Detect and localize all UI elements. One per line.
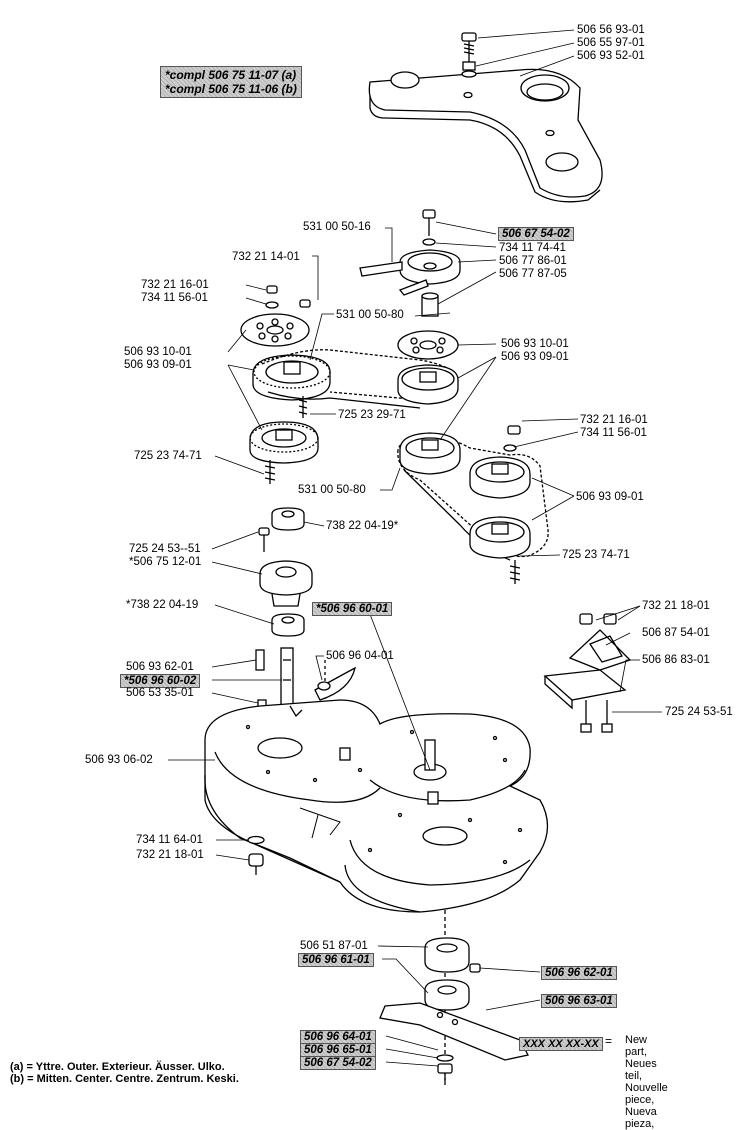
exploded-parts-drawing [168, 29, 662, 1085]
label-732-21-16-01-right: 732 21 16-01 [580, 414, 648, 426]
label-506-67-54-02-bottom-new: 506 67 54-02 [300, 1056, 376, 1070]
label-506-93-09-01-right: 506 93 09-01 [501, 351, 569, 363]
label-725-24-53-51-left: 725 24 53--51 [129, 543, 201, 555]
tensioner-arm [314, 660, 356, 701]
new-part-line-1: New part, [625, 1034, 648, 1058]
label-506-96-60-02-new: *506 96 60-02 [120, 674, 201, 688]
new-part-equals: = [605, 1034, 613, 1048]
label-725-23-29-71: 725 23 29-71 [338, 409, 406, 421]
label-738-22-04-19: 738 22 04-19* [326, 520, 399, 532]
label-506-67-54-02-new: 506 67 54-02 [498, 227, 574, 241]
label-506-56-93-01: 506 56 93-01 [577, 24, 645, 36]
label-506-93-10-01-right: 506 93 10-01 [501, 338, 569, 350]
label-506-96-63-01-new: 506 96 63-01 [541, 994, 617, 1008]
new-part-line-4: Nueva pieza, [625, 1106, 657, 1130]
new-part-code: XXX XX XX-XX [519, 1037, 603, 1051]
left-spindle [255, 507, 313, 709]
label-506-75-12-01: *506 75 12-01 [129, 556, 202, 568]
label-732-21-16-01-left: 732 21 16-01 [141, 279, 209, 291]
leader-lines [168, 29, 662, 1067]
legend-center: (b) = Mitten. Center. Centre. Zentrum. K… [10, 1073, 239, 1085]
label-732-21-18-01-right: 732 21 18-01 [642, 600, 710, 612]
label-506-96-61-01-new: 506 96 61-01 [298, 953, 374, 967]
label-506-96-04-01: 506 96 04-01 [326, 650, 394, 662]
label-506-51-87-01: 506 51 87-01 [300, 940, 368, 952]
right-upper-pulleys [397, 330, 459, 405]
label-725-24-53-51-right: 725 24 53-51 [665, 706, 733, 718]
label-506-93-06-02: 506 93 06-02 [85, 754, 153, 766]
label-506-55-97-01: 506 55 97-01 [577, 37, 645, 49]
label-734-11-56-01-left: 734 11 56-01 [141, 292, 208, 304]
label-734-11-74-41: 734 11 74-41 [499, 242, 566, 254]
label-738-22-04-19b: *738 22 04-19 [126, 599, 199, 611]
label-506-93-62-01: 506 93 62-01 [126, 661, 194, 673]
new-part-line-2: Neues teil, [625, 1058, 657, 1082]
right-pulley-group [399, 425, 531, 584]
new-part-text: New part, Neues teil, Nouvelle piece, Nu… [625, 1034, 668, 1130]
label-725-23-74-71-right: 725 23 74-71 [562, 549, 630, 561]
label-506-93-09-01-left: 506 93 09-01 [124, 359, 192, 371]
label-506-93-10-01-left: 506 93 10-01 [124, 346, 192, 358]
label-506-87-54-01: 506 87 54-01 [642, 627, 710, 639]
label-506-96-62-01-new: 506 96 62-01 [541, 966, 617, 980]
deck-housing [204, 699, 549, 913]
label-506-77-87-05: 506 77 87-05 [499, 268, 567, 280]
blade-assembly [379, 910, 529, 1085]
top-bracket [368, 68, 603, 203]
deck-fasteners [247, 835, 265, 875]
label-506-77-86-01: 506 77 86-01 [499, 255, 567, 267]
legend-outer: (a) = Yttre. Outer. Exterieur. Äusser. U… [10, 1061, 225, 1073]
label-506-93-52-01: 506 93 52-01 [577, 50, 645, 62]
label-531-00-50-16: 531 00 50-16 [303, 221, 371, 233]
label-506-86-83-01: 506 86 83-01 [642, 654, 710, 666]
label-734-11-64-01: 734 11 64-01 [136, 834, 203, 846]
new-part-line-3: Nouvelle piece, [625, 1082, 668, 1106]
label-725-23-74-71-left: 725 23 74-71 [134, 450, 202, 462]
label-506-93-09-01-mid: 506 93 09-01 [576, 491, 644, 503]
label-506-53-35-01: 506 53 35-01 [126, 687, 194, 699]
label-531-00-50-80-top: 531 00 50-80 [336, 309, 404, 321]
right-bracket [543, 613, 632, 733]
compl-line-a: *compl 506 75 11-07 (a) [165, 68, 297, 82]
idler-assembly [359, 209, 461, 317]
label-732-21-14-01: 732 21 14-01 [232, 251, 300, 263]
label-506-96-65-01-new: 506 96 65-01 [300, 1043, 376, 1057]
compl-line-b: *compl 506 75 11-06 (b) [165, 82, 297, 96]
position-legend: (a) = Yttre. Outer. Exterieur. Äusser. U… [10, 1061, 239, 1085]
label-506-96-60-01-new: *506 96 60-01 [312, 602, 393, 616]
left-pulley-stack [240, 285, 331, 484]
complete-assembly-note: *compl 506 75 11-07 (a) *compl 506 75 11… [160, 66, 302, 98]
new-part-legend: XXX XX XX-XX = New part, Neues teil, Nou… [519, 1034, 668, 1130]
label-732-21-18-01-left: 732 21 18-01 [136, 849, 204, 861]
label-734-11-56-01-right: 734 11 56-01 [580, 427, 647, 439]
label-531-00-50-80-mid: 531 00 50-80 [298, 484, 366, 496]
label-506-96-64-01-new: 506 96 64-01 [300, 1030, 376, 1044]
top-bolt [461, 32, 477, 78]
